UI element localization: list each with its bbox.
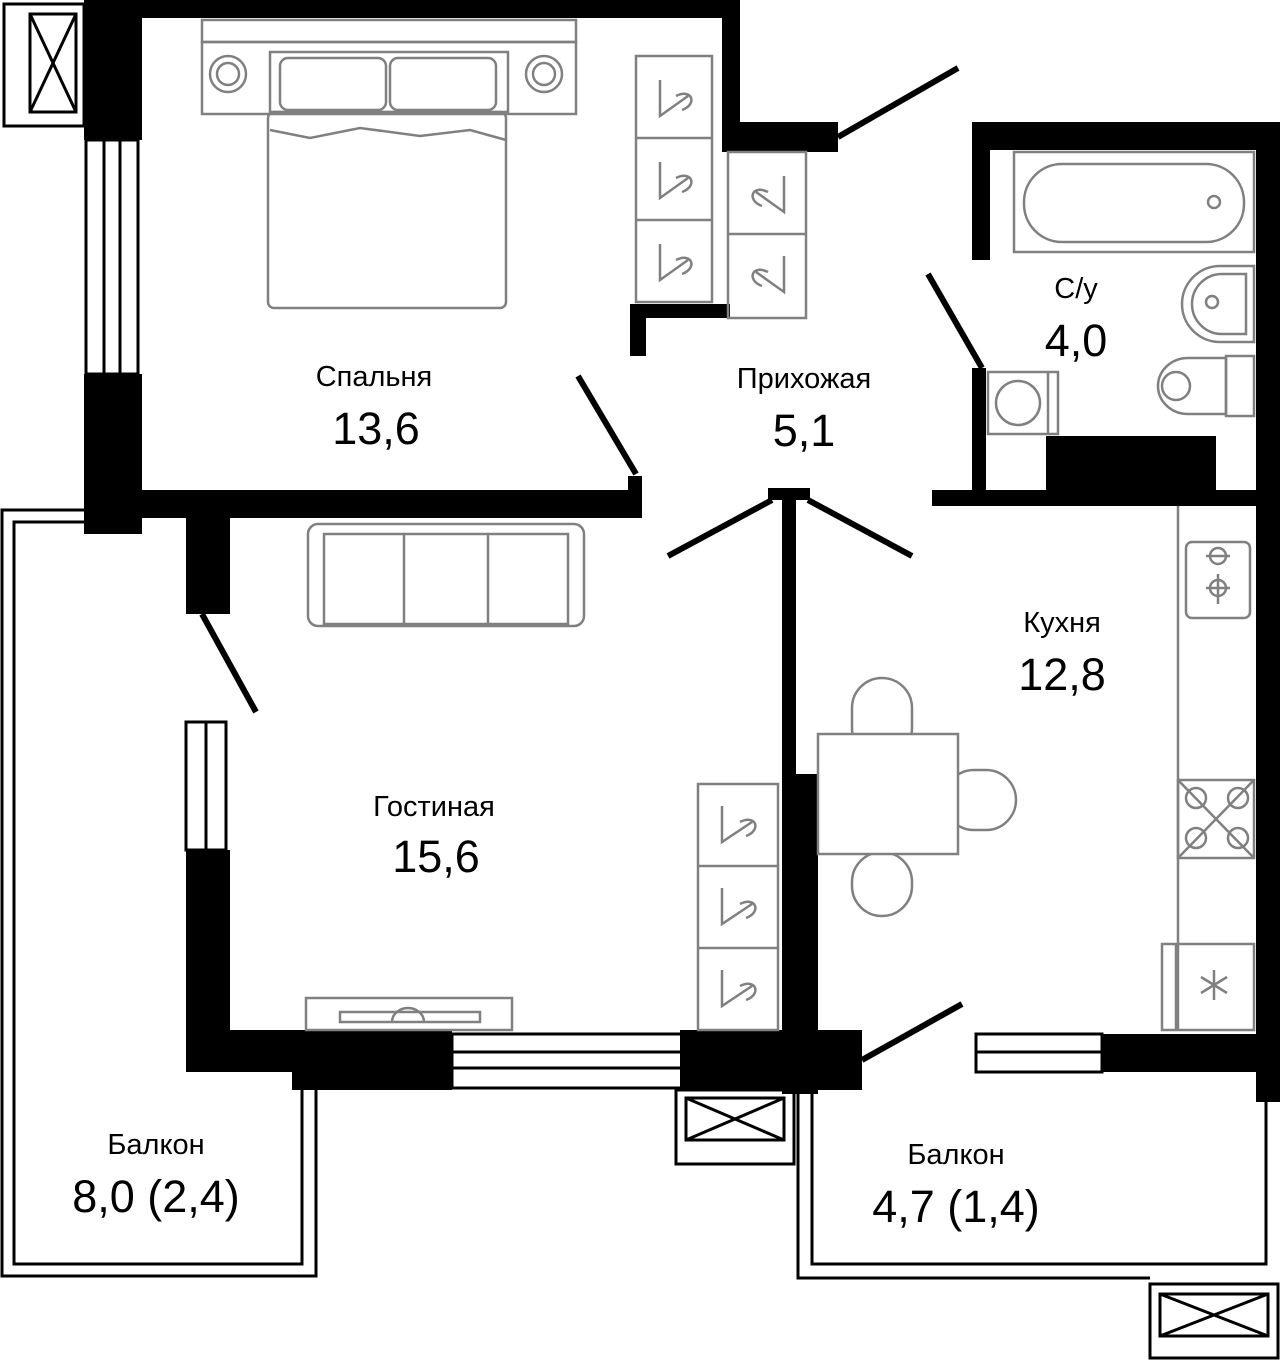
room-label-balcony-left: Балкон 8,0 (2,4) — [72, 1129, 240, 1222]
vent-shaft-top-left — [2, 2, 86, 128]
sofa — [306, 522, 586, 628]
window-bedroom — [84, 138, 140, 376]
bedroom-door — [575, 374, 639, 476]
room-area: 12,8 — [1018, 649, 1106, 700]
room-name: Прихожая — [737, 363, 871, 395]
room-area: 4,7 (1,4) — [872, 1181, 1040, 1232]
vent-shaft-bottom-right — [1148, 1282, 1280, 1360]
toilet — [1156, 354, 1256, 418]
stove — [1176, 778, 1256, 860]
window-kitchen — [974, 1032, 1104, 1074]
doors — [199, 65, 985, 1063]
living-balcony-door — [199, 612, 259, 714]
room-label-hallway: Прихожая 5,1 — [737, 363, 871, 456]
balcony-left-outline — [0, 508, 318, 1278]
living-door — [666, 497, 774, 559]
room-label-bathroom: С/у 4,0 — [1045, 273, 1108, 366]
room-label-kitchen: Кухня 12,8 — [1018, 607, 1106, 700]
room-area: 4,0 — [1045, 315, 1108, 366]
wardrobe-bedroom — [634, 54, 714, 304]
room-name: Гостиная — [373, 791, 495, 823]
fridge — [1160, 942, 1256, 1032]
tv-stand — [304, 996, 514, 1032]
room-name: Балкон — [107, 1129, 204, 1161]
snowflake-icon — [1200, 970, 1228, 1000]
room-area: 5,1 — [773, 405, 836, 456]
room-label-living: Гостиная 15,6 — [373, 791, 495, 882]
walls — [84, 0, 1280, 1102]
wardrobe-living — [696, 782, 780, 1032]
kitchen-balcony-door — [860, 1001, 964, 1063]
kitchen-door — [806, 497, 914, 559]
room-area: 15,6 — [392, 831, 480, 882]
room-name: С/у — [1054, 273, 1098, 305]
room-name: Балкон — [907, 1139, 1004, 1171]
dining-table — [816, 676, 1018, 918]
room-name: Спальня — [316, 361, 433, 393]
room-label-balcony-right: Балкон 4,7 (1,4) — [872, 1139, 1040, 1232]
bathtub — [1012, 150, 1256, 254]
balcony-right-outline — [796, 1090, 1268, 1280]
room-area: 8,0 (2,4) — [72, 1171, 240, 1222]
sink — [1180, 264, 1256, 344]
window-living-side — [184, 720, 228, 852]
bathroom-door — [925, 272, 985, 370]
window-living-bottom — [450, 1032, 684, 1090]
wardrobe-hallway — [726, 150, 808, 320]
room-label-bedroom: Спальня 13,6 — [316, 361, 433, 454]
kitchen-counter — [1176, 506, 1252, 1030]
double-bed — [200, 18, 578, 310]
entrance-door — [836, 65, 960, 140]
room-area: 13,6 — [332, 403, 420, 454]
vent-shaft-bottom-center — [674, 1088, 796, 1166]
washing-machine — [986, 370, 1060, 436]
room-name: Кухня — [1023, 607, 1101, 639]
